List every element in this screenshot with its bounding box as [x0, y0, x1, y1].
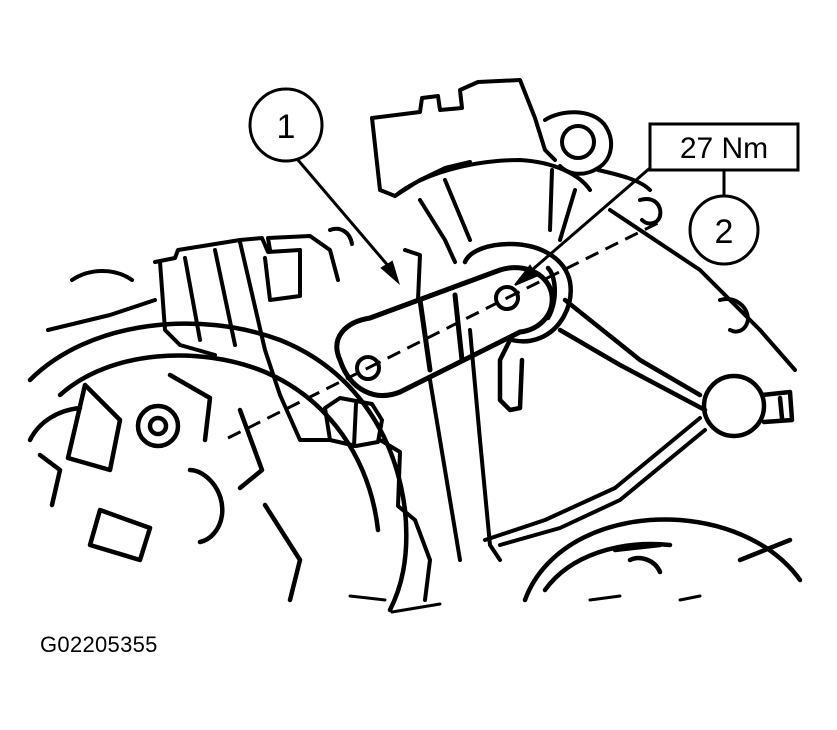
left-housing [46, 234, 340, 397]
figure-id: G02205355 [40, 632, 158, 657]
lower-right-pulley [522, 517, 803, 603]
callout-1-leader [296, 159, 392, 269]
callout-1-arrowhead [380, 260, 400, 286]
bolt-lower [355, 355, 381, 381]
pulley-disc [328, 158, 592, 302]
torque-label: 27 Nm [680, 132, 768, 165]
crankshaft-pulley [27, 321, 409, 613]
callout-2-label: 2 [715, 213, 734, 251]
timing-cover-lower [278, 328, 707, 602]
engine-block-outline [370, 78, 797, 372]
alignment-centerline [227, 220, 661, 440]
callout-1-label: 1 [277, 108, 296, 146]
shading-strokes [348, 594, 702, 614]
torque-callout: 27 Nm [514, 122, 800, 286]
callout-2-circle [688, 194, 760, 266]
callout-1-circle [248, 87, 324, 163]
bolt-upper [494, 285, 520, 311]
tensioner-arm [334, 265, 555, 398]
callout-1: 1 [248, 87, 400, 286]
torque-leader [524, 166, 651, 278]
callout-2: 2 [688, 194, 760, 266]
torque-box [648, 122, 800, 172]
torque-arrowhead [514, 264, 538, 286]
idler-pulley [701, 373, 795, 439]
